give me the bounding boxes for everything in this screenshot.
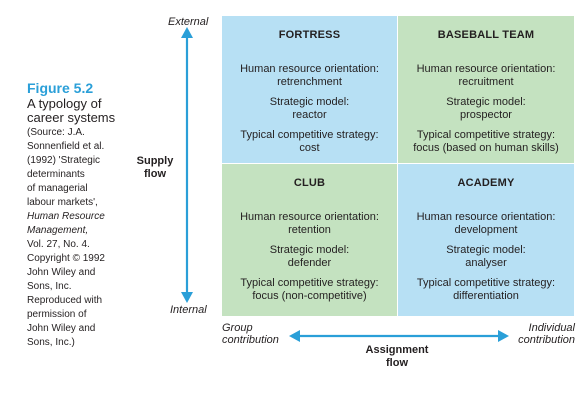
hr-orientation: Human resource orientation: development: [398, 211, 574, 237]
figure-source-line: Human Resource: [27, 211, 105, 222]
hr-orientation-label: Human resource orientation:: [240, 211, 379, 223]
supply-flow-title-line: Supply: [136, 155, 174, 167]
competitive-strategy-label: Typical competitive strategy:: [240, 129, 379, 141]
supply-flow-title-line: flow: [144, 168, 166, 180]
strategic-model-value: analyser: [465, 257, 507, 269]
hr-orientation: Human resource orientation: retrenchment: [222, 63, 397, 89]
axis-left-label-line: contribution: [222, 334, 279, 346]
figure-source-line: (Source: J.A.: [27, 127, 85, 138]
figure-source-line: permission of: [27, 309, 87, 320]
axis-top-label: External: [168, 16, 209, 28]
competitive-strategy-value: differentiation: [453, 290, 519, 302]
competitive-strategy-value: focus (based on human skills): [413, 142, 559, 154]
strategic-model-value: defender: [287, 257, 332, 269]
figure-source-line: (1992) 'Strategic: [27, 155, 101, 166]
quadrant-title: BASEBALL TEAM: [437, 29, 535, 41]
axis-right-label: Individual contribution: [505, 322, 575, 346]
strategic-model: Strategic model: defender: [222, 244, 397, 270]
quadrant-title: CLUB: [293, 177, 326, 189]
figure-source-line: Vol. 27, No. 4.: [27, 239, 90, 250]
strategic-model-value: prospector: [460, 109, 512, 121]
hr-orientation-value: retention: [288, 224, 331, 236]
figure-source-line: labour markets',: [27, 197, 98, 208]
figure-source-line: Sonnenfield et al.: [27, 141, 105, 152]
competitive-strategy-label: Typical competitive strategy:: [240, 277, 379, 289]
quadrant-title: ACADEMY: [457, 177, 515, 189]
strategic-model-label: Strategic model:: [446, 96, 526, 108]
quadrant-club: CLUB Human resource orientation: retenti…: [222, 164, 397, 316]
figure-source: (Source: J.A. Sonnenfield et al. (1992) 'S…: [27, 126, 119, 350]
figure-source-line: Sons, Inc.: [27, 281, 72, 292]
axis-right-label-line: contribution: [518, 334, 575, 346]
axis-left-label: Group contribution: [222, 322, 279, 346]
hr-orientation-label: Human resource orientation:: [240, 63, 379, 75]
figure-source-line: Copyright © 1992: [27, 253, 105, 264]
competitive-strategy-label: Typical competitive strategy:: [416, 129, 556, 141]
figure-source-line: of managerial: [27, 183, 88, 194]
competitive-strategy-label: Typical competitive strategy:: [416, 277, 556, 289]
figure-source-line: Management,: [27, 225, 89, 236]
axis-bottom-label: Internal: [170, 304, 207, 316]
assignment-flow-title-line: flow: [386, 357, 408, 369]
hr-orientation-value: recruitment: [458, 76, 514, 88]
vertical-double-arrow: [181, 27, 193, 303]
strategic-model-label: Strategic model:: [269, 244, 350, 256]
figure-caption: Figure 5.2 A typology of career systems …: [27, 81, 119, 350]
competitive-strategy: Typical competitive strategy: differenti…: [398, 277, 574, 303]
figure-description-line: career systems: [27, 110, 116, 125]
competitive-strategy-value: focus (non-competitive): [252, 290, 367, 302]
hr-orientation: Human resource orientation: recruitment: [398, 63, 574, 89]
axis-right-label-line: Individual: [528, 322, 575, 334]
figure-source-line: John Wiley and: [27, 323, 96, 334]
strategic-model: Strategic model: prospector: [398, 96, 574, 122]
hr-orientation-value: retrenchment: [277, 76, 342, 88]
hr-orientation-label: Human resource orientation:: [416, 211, 556, 223]
strategic-model-value: reactor: [292, 109, 327, 121]
hr-orientation-label: Human resource orientation:: [416, 63, 556, 75]
hr-orientation-value: development: [454, 224, 518, 236]
figure-source-line: Sons, Inc.): [27, 337, 75, 348]
assignment-flow-title-line: Assignment: [365, 344, 429, 356]
supply-flow-title: Supply flow: [130, 155, 180, 181]
horizontal-double-arrow: [289, 330, 509, 342]
competitive-strategy-value: cost: [299, 142, 320, 154]
competitive-strategy: Typical competitive strategy: focus (bas…: [398, 129, 574, 155]
strategic-model: Strategic model: analyser: [398, 244, 574, 270]
assignment-flow-title: Assignment flow: [352, 344, 442, 370]
competitive-strategy: Typical competitive strategy: focus (non…: [222, 277, 397, 303]
strategic-model-label: Strategic model:: [446, 244, 526, 256]
competitive-strategy: Typical competitive strategy: cost: [222, 129, 397, 155]
axis-left-label-line: Group: [222, 322, 253, 334]
strategic-model-label: Strategic model:: [269, 96, 350, 108]
figure-description: A typology of career systems: [27, 97, 119, 125]
quadrant-academy: ACADEMY Human resource orientation: deve…: [398, 164, 574, 316]
figure-title: Figure 5.2: [27, 80, 94, 96]
quadrant-baseball-team: BASEBALL TEAM Human resource orientation…: [398, 16, 574, 163]
quadrant-fortress: FORTRESS Human resource orientation: ret…: [222, 16, 397, 163]
figure-source-line: John Wiley and: [27, 267, 96, 278]
quadrant-title: FORTRESS: [278, 29, 341, 41]
figure-description-line: A typology of: [27, 96, 102, 111]
strategic-model: Strategic model: reactor: [222, 96, 397, 122]
hr-orientation: Human resource orientation: retention: [222, 211, 397, 237]
figure-source-line: determinants: [27, 169, 85, 180]
figure-source-line: Reproduced with: [27, 295, 103, 306]
